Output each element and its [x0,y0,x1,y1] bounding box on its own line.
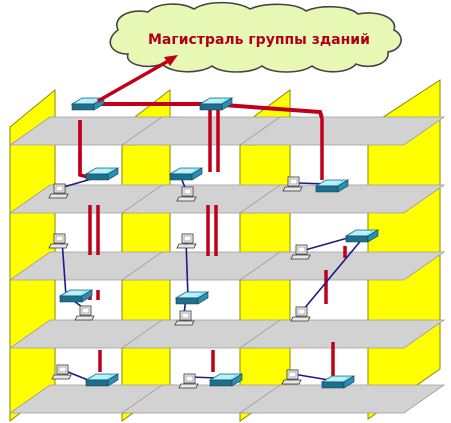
floor-slab [238,116,446,146]
switch-icon [168,167,204,181]
backbone-cloud: Магистраль группы зданий [109,1,402,73]
switch-icon [174,291,210,305]
link-line [302,237,364,311]
uplink-arrow [97,55,178,103]
switch-icon [84,373,120,387]
computer-icon [178,373,199,389]
computer-icon [176,233,197,249]
switches [58,97,380,389]
cloud-label: Магистраль группы зданий [148,32,370,48]
switch-icon [320,375,356,389]
cloud-shape [109,1,402,73]
backbone-cable [92,102,324,119]
floor-slab [238,319,446,349]
backbone-cables [78,102,347,376]
computer-icon [290,306,311,322]
computer-icon [74,305,95,321]
switch-icon [84,167,120,181]
floor-slab [238,184,446,214]
switch-icon [70,97,106,111]
switch-icon [344,229,380,243]
link-line [61,239,67,297]
floor-slab [238,384,446,414]
switch-icon [58,289,94,303]
switch-icon [198,97,234,111]
computer-icon [174,310,195,326]
link-line [185,239,189,299]
switch-icon [314,179,350,193]
switch-icon [208,373,244,387]
